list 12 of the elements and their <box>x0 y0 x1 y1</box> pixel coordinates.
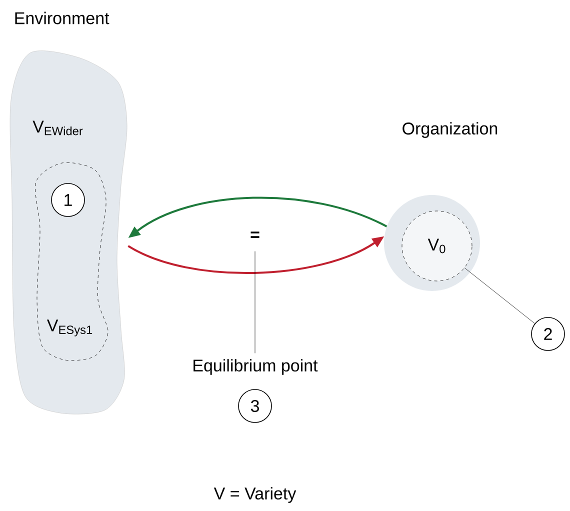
leader-line <box>254 251 256 354</box>
heading: Organization <box>402 122 498 138</box>
callout-text: Equilibrium point <box>194 359 318 375</box>
variable-label: V$_{ESys1}$ <box>46 320 92 336</box>
note: V = Variety <box>214 487 296 503</box>
heading: Environment <box>15 12 110 24</box>
callout-number: 1 <box>51 183 85 217</box>
callout-number: 2 <box>531 317 565 351</box>
variable-label: V$_{EWider}$ <box>32 120 83 136</box>
leader-line <box>464 268 535 324</box>
callout-number: 3 <box>238 389 272 423</box>
equals-sign: = <box>250 232 260 238</box>
